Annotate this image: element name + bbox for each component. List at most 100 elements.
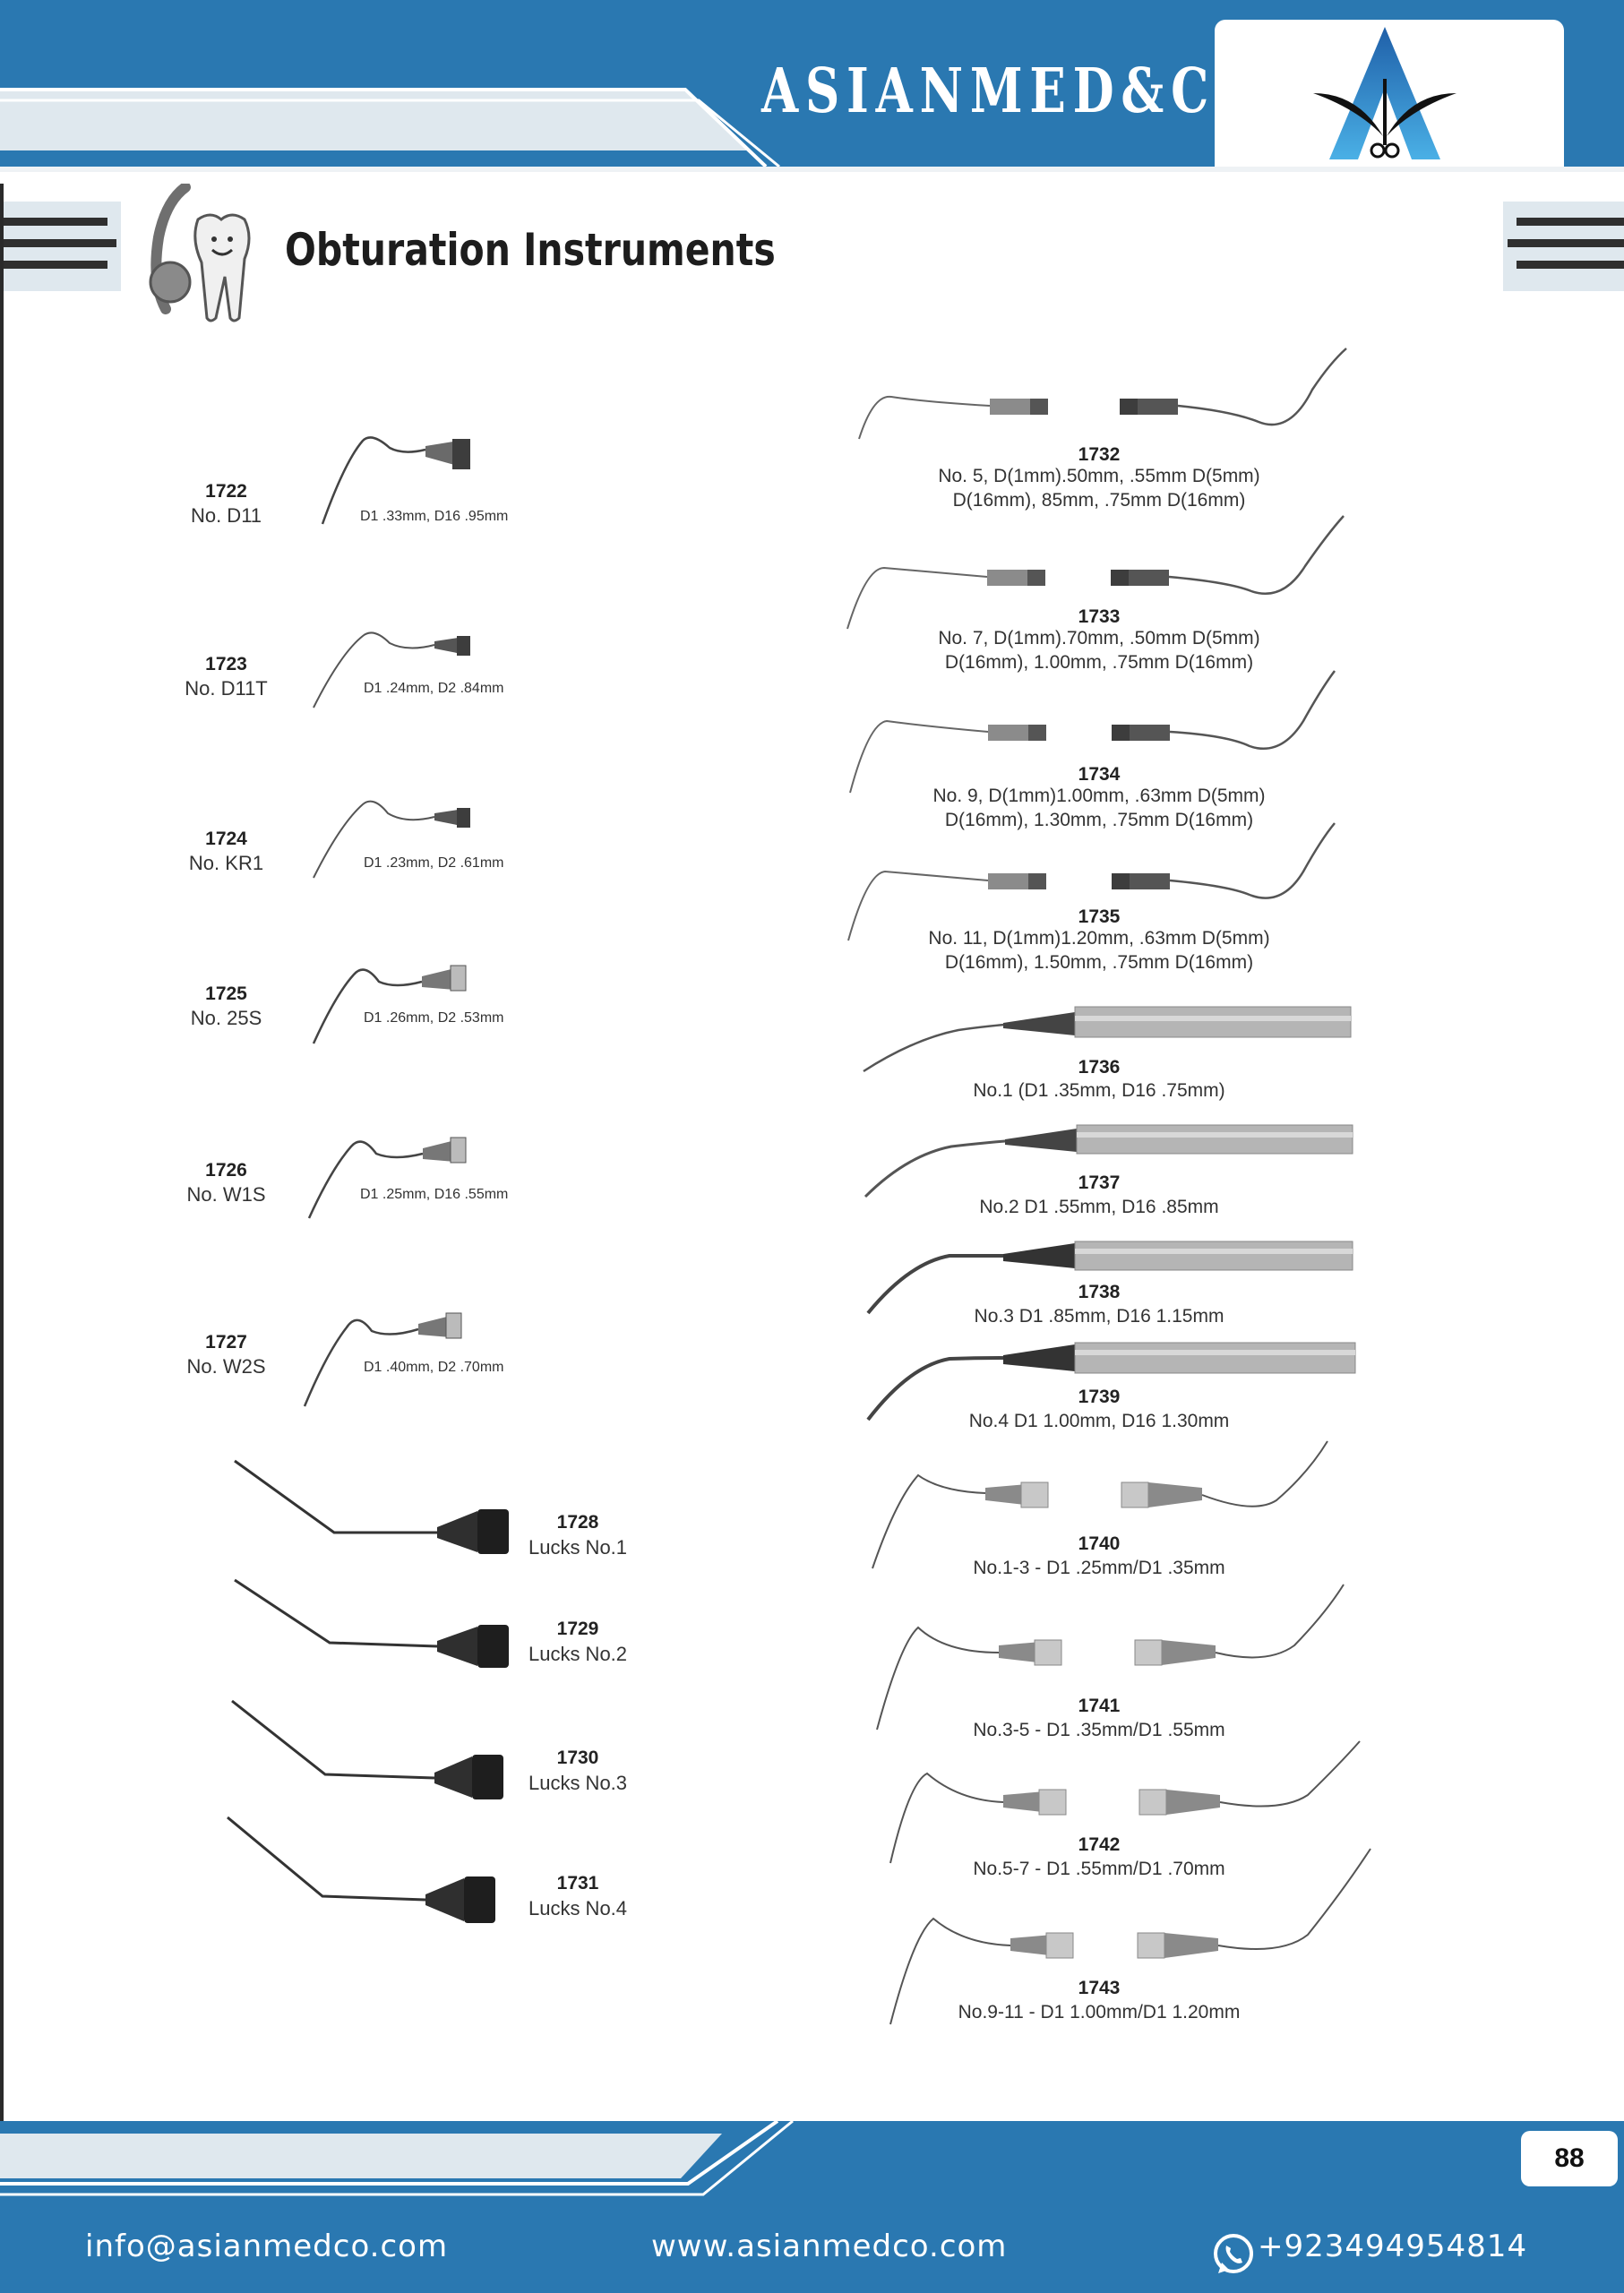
item-spec: D1 .40mm, D2 .70mm	[364, 1360, 504, 1375]
item-code: 1743	[1078, 1978, 1121, 1998]
item-desc-line: No. 9, D(1mm)1.00mm, .63mm D(5mm)	[932, 786, 1266, 806]
item-name: No. W2S	[186, 1355, 266, 1378]
item-code: 1740	[1078, 1533, 1121, 1554]
instrument-image	[889, 1848, 1371, 2025]
item-name: No. D11T	[185, 677, 268, 700]
footer-website[interactable]: www.asianmedco.com	[651, 2229, 1008, 2264]
instrument-image	[864, 1124, 1353, 1198]
item-spec: D1 .33mm, D16 .95mm	[360, 509, 509, 524]
item-code: 1724	[205, 829, 247, 849]
item-name: Lucks No.3	[528, 1772, 628, 1794]
item-desc-line: No. 11, D(1mm)1.20mm, .63mm D(5mm)	[928, 928, 1270, 949]
item-desc-line: No.9-11 - D1 1.00mm/D1 1.20mm	[958, 2002, 1241, 2022]
item-description: No. 7, D(1mm).70mm, .50mm D(5mm) D(16mm)…	[875, 626, 1323, 674]
item-code: 1731	[556, 1873, 599, 1894]
item-desc-line: No.1 (D1 .35mm, D16 .75mm)	[973, 1080, 1225, 1101]
footer-stripes	[0, 2121, 794, 2196]
page-title: Obturation Instruments	[285, 224, 776, 276]
instrument-image	[234, 1459, 509, 1554]
item-desc-line: D(16mm), 1.30mm, .75mm D(16mm)	[944, 810, 1254, 830]
right-side-stripes	[1503, 202, 1624, 291]
brand-name: ASIANMED&CO	[761, 56, 1265, 127]
item-desc-line: No. 5, D(1mm).50mm, .55mm D(5mm)	[938, 466, 1260, 486]
item-description: No.5-7 - D1 .55mm/D1 .70mm	[875, 1857, 1323, 1881]
item-code: 1728	[556, 1512, 599, 1533]
instrument-image	[307, 1137, 467, 1219]
item-name: Lucks No.4	[528, 1897, 628, 1919]
instrument-image	[858, 348, 1347, 440]
instrument-image	[872, 1440, 1328, 1569]
item-description: No. 11, D(1mm)1.20mm, .63mm D(5mm) D(16m…	[853, 926, 1345, 975]
item-description: No.1-3 - D1 .25mm/D1 .35mm	[875, 1556, 1323, 1580]
item-desc-line: No.3-5 - D1 .35mm/D1 .55mm	[973, 1720, 1225, 1740]
page-number: 88	[1521, 2131, 1618, 2186]
item-description: No.3 D1 .85mm, D16 1.15mm	[875, 1304, 1323, 1328]
item-code: 1739	[1078, 1387, 1121, 1407]
item-code: 1725	[205, 983, 247, 1004]
instrument-image	[303, 1312, 462, 1407]
footer-phone[interactable]: +923494954814	[1258, 2229, 1528, 2264]
item-code: 1727	[205, 1332, 247, 1353]
item-desc-line: No.5-7 - D1 .55mm/D1 .70mm	[973, 1859, 1225, 1879]
instrument-image	[866, 1241, 1353, 1315]
item-description: No.3-5 - D1 .35mm/D1 .55mm	[875, 1718, 1323, 1742]
instrument-image	[227, 1816, 495, 1923]
instrument-image	[866, 1342, 1356, 1421]
item-spec: D1 .23mm, D2 .61mm	[364, 855, 504, 871]
item-description: No.2 D1 .55mm, D16 .85mm	[875, 1195, 1323, 1219]
item-name: No. D11	[190, 504, 262, 527]
left-border	[0, 184, 4, 2121]
item-code: 1726	[205, 1160, 247, 1181]
footer-email[interactable]: info@asianmedco.com	[85, 2229, 449, 2264]
item-code: 1737	[1078, 1172, 1121, 1193]
item-name: No. 25S	[190, 1007, 262, 1029]
item-code: 1733	[1078, 606, 1121, 627]
instrument-image	[876, 1584, 1345, 1730]
item-code: 1735	[1078, 906, 1121, 927]
item-desc-line: No.4 D1 1.00mm, D16 1.30mm	[968, 1411, 1230, 1431]
item-name: Lucks No.2	[528, 1643, 628, 1665]
item-code: 1723	[205, 654, 247, 674]
item-name: No. KR1	[188, 852, 264, 874]
instrument-image	[312, 965, 467, 1044]
instrument-image	[234, 1578, 509, 1668]
item-desc-line: D(16mm), 85mm, .75mm D(16mm)	[952, 490, 1246, 511]
item-name: Lucks No.1	[528, 1536, 628, 1559]
logo-container	[1215, 20, 1564, 172]
item-description: No. 5, D(1mm).50mm, .55mm D(5mm) D(16mm)…	[875, 464, 1323, 512]
asianmed-logo-icon	[1313, 27, 1456, 159]
header-stripes	[0, 88, 780, 167]
item-code: 1742	[1078, 1834, 1121, 1855]
item-code: 1730	[556, 1748, 599, 1768]
item-description: No. 9, D(1mm)1.00mm, .63mm D(5mm) D(16mm…	[875, 784, 1323, 832]
item-code: 1741	[1078, 1696, 1121, 1716]
item-description: No.4 D1 1.00mm, D16 1.30mm	[875, 1409, 1323, 1433]
item-code: 1732	[1078, 444, 1121, 465]
item-code: 1722	[205, 481, 247, 502]
item-description: No.1 (D1 .35mm, D16 .75mm)	[875, 1078, 1323, 1103]
item-name: No. W1S	[186, 1183, 266, 1206]
instrument-image	[847, 822, 1336, 941]
page-footer	[0, 2121, 1624, 2293]
left-side-stripes	[0, 202, 121, 291]
instrument-image	[846, 515, 1345, 630]
item-desc-line: D(16mm), 1.50mm, .75mm D(16mm)	[944, 952, 1254, 973]
item-code: 1738	[1078, 1282, 1121, 1302]
item-description: No.9-11 - D1 1.00mm/D1 1.20mm	[875, 2000, 1323, 2024]
item-desc-line: No.2 D1 .55mm, D16 .85mm	[979, 1197, 1219, 1217]
item-desc-line: No. 7, D(1mm).70mm, .50mm D(5mm)	[938, 628, 1260, 648]
header-divider	[0, 167, 1624, 172]
item-spec: D1 .26mm, D2 .53mm	[364, 1010, 504, 1026]
instrument-image	[313, 631, 470, 709]
instrument-image	[313, 800, 470, 879]
item-desc-line: D(16mm), 1.00mm, .75mm D(16mm)	[944, 652, 1254, 673]
instrument-image	[321, 436, 470, 525]
item-code: 1736	[1078, 1057, 1121, 1078]
instrument-image	[849, 670, 1336, 794]
item-spec: D1 .25mm, D16 .55mm	[360, 1187, 509, 1202]
item-desc-line: No.1-3 - D1 .25mm/D1 .35mm	[973, 1558, 1225, 1578]
item-spec: D1 .24mm, D2 .84mm	[364, 681, 504, 696]
instrument-image	[863, 1006, 1352, 1073]
item-code: 1734	[1078, 764, 1121, 785]
whatsapp-icon	[1214, 2234, 1253, 2273]
